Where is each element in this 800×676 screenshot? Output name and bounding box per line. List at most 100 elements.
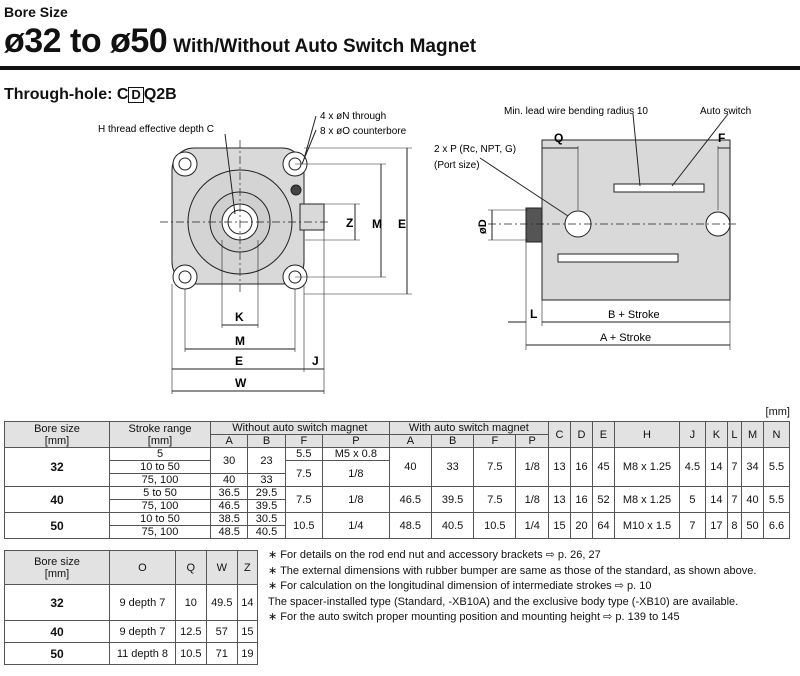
- cell: 45: [591, 447, 615, 487]
- cell: 20: [569, 512, 593, 539]
- stroke-cell: 5 to 50: [109, 486, 211, 500]
- col-w-p: P: [515, 434, 549, 448]
- through-hole-prefix: Through-hole: C: [4, 86, 129, 103]
- title-range: ø32 to ø50: [4, 22, 168, 60]
- dim-k-label: K: [235, 310, 244, 324]
- o-counterbore-label: 8 x øO counterbore: [320, 126, 407, 137]
- cell: 1/8: [321, 460, 390, 487]
- cell: 7: [726, 447, 743, 487]
- cell: 7: [678, 512, 706, 539]
- leader-o: [301, 129, 317, 165]
- dim-m-label: M: [235, 334, 245, 348]
- cell: 17: [704, 512, 728, 539]
- col-wo-b: B: [247, 434, 286, 448]
- cell: 71: [205, 642, 238, 665]
- cell: 5.5: [763, 486, 790, 513]
- leader-auto-switch: [671, 113, 729, 187]
- cell: 48.5: [388, 512, 432, 539]
- cell: 30: [209, 447, 249, 474]
- cell: 7.5: [473, 486, 517, 513]
- cell: 1/8: [515, 447, 549, 487]
- cell: 14: [704, 447, 728, 487]
- col-c: C: [547, 421, 571, 448]
- bore-cell: 32: [4, 584, 110, 621]
- cell: 15: [236, 620, 259, 643]
- cell: 7.5: [284, 486, 323, 513]
- table-row: 50 10 to 50 38.5 30.5 10.5 1/4 48.5 40.5…: [4, 512, 790, 539]
- bore-size-label: Bore Size: [4, 4, 68, 20]
- auto-switch-label: Auto switch: [700, 106, 751, 117]
- col-wo-p: P: [321, 434, 390, 448]
- cell: 9 depth 7: [109, 584, 176, 621]
- dim-q-label: Q: [554, 131, 563, 145]
- body-step: [299, 203, 325, 231]
- dim-j-label: J: [312, 354, 319, 368]
- cell: 7: [726, 486, 743, 513]
- table-header-row: Bore size [mm] O Q W Z: [4, 550, 259, 585]
- col-n: N: [763, 421, 790, 448]
- port-line2-label: (Port size): [434, 160, 480, 171]
- through-hole-box: D: [128, 87, 144, 103]
- cell: 13: [547, 447, 571, 487]
- cell: 39.5: [247, 499, 286, 513]
- col-wo-a: A: [209, 434, 249, 448]
- col-o: O: [109, 550, 176, 585]
- notes: ∗ For details on the rod end nut and acc…: [268, 548, 798, 626]
- col-e: E: [591, 421, 615, 448]
- title-rule: [0, 66, 800, 70]
- col-w-a: A: [388, 434, 432, 448]
- cell: 33: [430, 447, 475, 487]
- switch-top: [613, 183, 705, 193]
- leader-n: [303, 115, 317, 160]
- cell: 36.5: [209, 486, 249, 500]
- without-header: Without auto switch magnet: [210, 421, 390, 435]
- cell: M8 x 1.25: [613, 486, 680, 513]
- stroke-cell: 10 to 50: [109, 460, 211, 474]
- cell: 64: [591, 512, 615, 539]
- note-item: ∗ The external dimensions with rubber bu…: [268, 564, 757, 577]
- bore-header: Bore size [mm]: [4, 550, 110, 585]
- cell: 46.5: [388, 486, 432, 513]
- b-stroke-label: B + Stroke: [608, 309, 660, 321]
- bore-cell: 40: [4, 620, 110, 643]
- cell: 12.5: [174, 620, 207, 643]
- cell: 48.5: [209, 525, 249, 539]
- note-item: The spacer-installed type (Standard, -XB…: [268, 595, 739, 608]
- cell: 33: [247, 473, 286, 487]
- col-m: M: [741, 421, 765, 448]
- col-q: Q: [174, 550, 207, 585]
- dim-d-label: øD: [477, 219, 489, 234]
- cell: 4.5: [678, 447, 706, 487]
- cell: 1/4: [321, 512, 390, 539]
- dim-f-label: F: [718, 131, 725, 145]
- switch-bottom: [557, 253, 679, 263]
- cell: 23: [247, 447, 286, 474]
- dim-w-label: W: [235, 376, 247, 390]
- cell: 5.5: [284, 447, 323, 461]
- dim-m-vert-label: M: [372, 217, 382, 231]
- cell: 40.5: [430, 512, 475, 539]
- col-k: K: [704, 421, 728, 448]
- cell: 1/8: [321, 486, 390, 513]
- unit-note: [mm]: [765, 406, 790, 418]
- rod-end: [525, 207, 543, 243]
- cell: 7.5: [473, 447, 517, 487]
- port-line1-label: 2 x P (Rc, NPT, G): [434, 144, 516, 155]
- cell: 11 depth 8: [109, 642, 176, 665]
- cell: M8 x 1.25: [613, 447, 680, 487]
- cell: 40: [209, 473, 249, 487]
- through-hole-suffix: Q2B: [143, 86, 177, 103]
- cell: 13: [547, 486, 571, 513]
- table-row: 40 5 to 50 36.5 29.5 7.5 1/8 46.5 39.5 7…: [4, 486, 790, 513]
- col-l: L: [726, 421, 743, 448]
- corner-hole-bl-inner: [178, 270, 192, 284]
- cell: 40.5: [247, 525, 286, 539]
- cell: M5 x 0.8: [321, 447, 390, 461]
- table-row: 32 5 30 23 5.5 M5 x 0.8 40 33 7.5 1/8 13…: [4, 447, 790, 487]
- cell: 19: [236, 642, 259, 665]
- side-view-drawing: Min. lead wire bending radius 10 Auto sw…: [434, 106, 751, 350]
- cell: 1/4: [515, 512, 549, 539]
- cell: 14: [236, 584, 259, 621]
